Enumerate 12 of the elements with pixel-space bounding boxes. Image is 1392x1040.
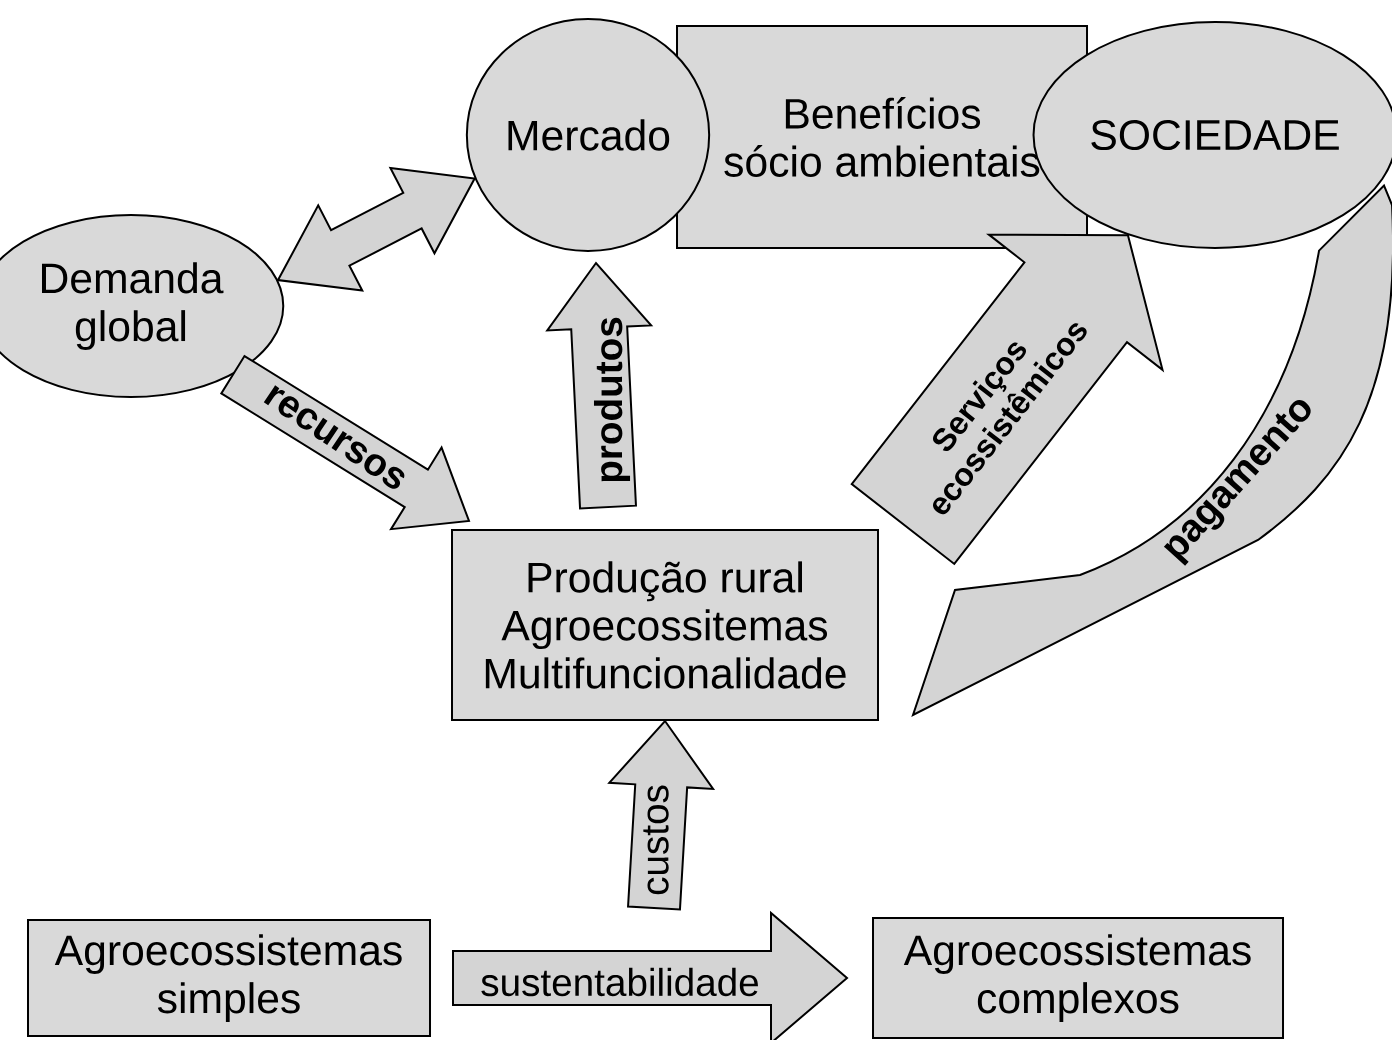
edge-label: produtos (594, 317, 631, 482)
text-box: Produção rural Agroecossitemas Multifuncionalidade (451, 529, 879, 721)
edge-label: sustentabilidade (481, 967, 758, 997)
curved-arrow (912, 184, 1392, 716)
node-label: SOCIEDADE (1091, 119, 1339, 151)
text-box: Agroecossistemas complexos (872, 917, 1284, 1039)
edge-label: custos (643, 785, 669, 895)
block-arrow (545, 261, 654, 510)
text-box: Agroecossistemas simples (27, 919, 431, 1037)
block-arrow (452, 910, 849, 1040)
ellipse-node: Mercado (465, 18, 711, 252)
block-arrow (607, 719, 716, 911)
